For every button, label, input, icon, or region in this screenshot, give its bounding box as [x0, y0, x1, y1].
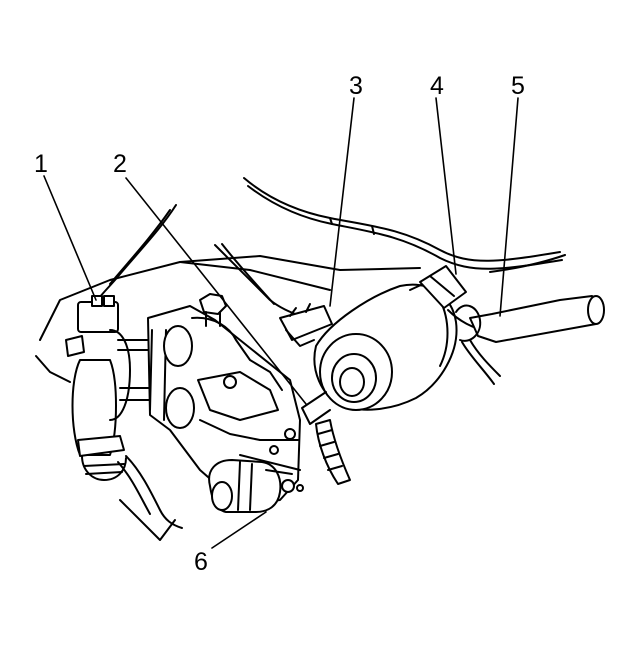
hose	[455, 295, 605, 385]
callout-4: 4	[430, 72, 444, 100]
left-sensor-assembly	[71, 329, 183, 529]
leader-line-1	[43, 175, 97, 301]
engine-frame-outline	[35, 255, 421, 541]
leader-line-2	[125, 177, 307, 405]
leader-line-5	[499, 97, 519, 317]
leader-line-4	[435, 97, 457, 275]
harness-wrap	[315, 419, 351, 485]
bracket-bolt	[199, 293, 227, 327]
leader-line-6	[211, 511, 267, 549]
callout-3: 3	[349, 72, 363, 100]
connector-left	[65, 295, 119, 357]
callout-6: 6	[194, 548, 208, 576]
connector-center	[279, 303, 333, 347]
callout-2: 2	[113, 150, 127, 178]
leader-line-3	[329, 97, 355, 307]
lower-solenoid	[208, 459, 304, 513]
leader-lines	[43, 97, 519, 549]
main-actuator	[301, 277, 458, 425]
callout-1: 1	[34, 150, 48, 178]
callout-5: 5	[511, 72, 525, 100]
